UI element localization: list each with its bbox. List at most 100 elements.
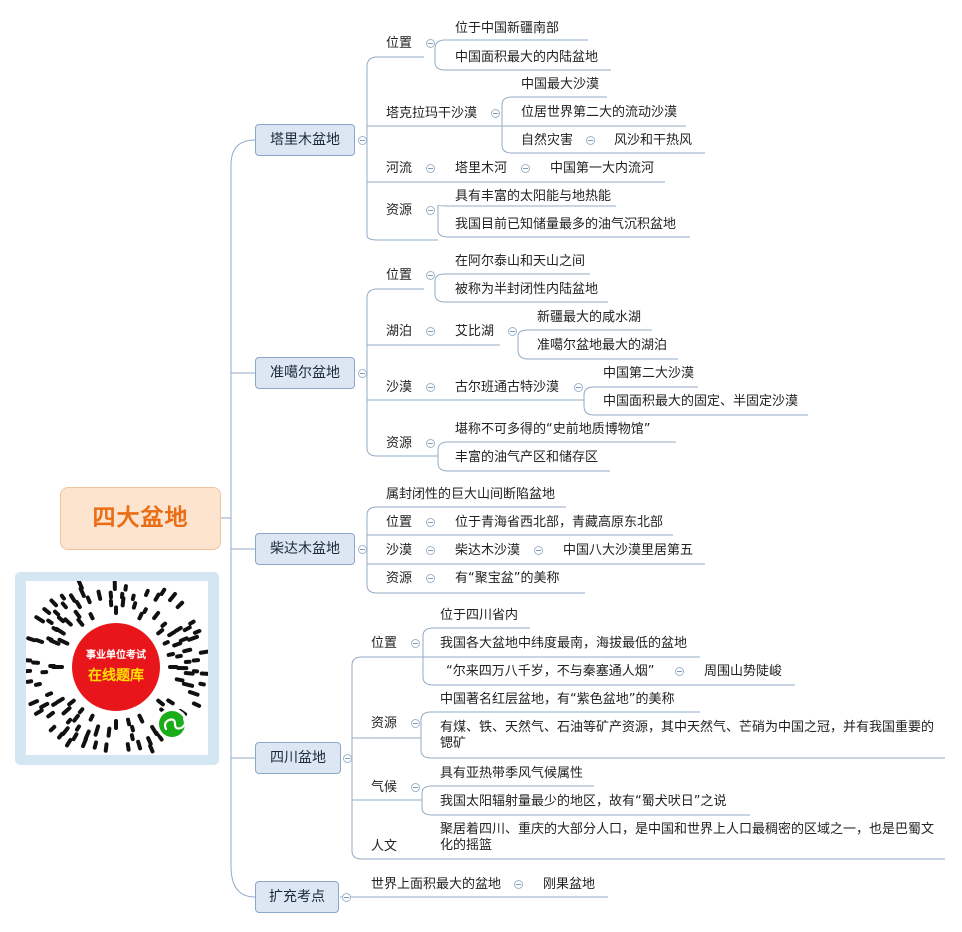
topic-item[interactable]: 自然灾害 xyxy=(521,133,574,148)
collapse-icon[interactable] xyxy=(426,164,435,173)
branch-tarim[interactable]: 塔里木盆地 xyxy=(255,124,355,156)
collapse-icon[interactable] xyxy=(426,383,435,392)
collapse-icon[interactable] xyxy=(343,754,352,763)
collapse-icon[interactable] xyxy=(534,546,543,555)
qr-dot xyxy=(130,593,136,602)
collapse-icon[interactable] xyxy=(426,327,435,336)
branch-sichuan[interactable]: 四川盆地 xyxy=(255,742,341,774)
collapse-icon[interactable] xyxy=(521,164,530,173)
collapse-icon[interactable] xyxy=(426,39,435,48)
collapse-icon[interactable] xyxy=(358,545,367,554)
topic-item[interactable]: 刚果盆地 xyxy=(543,877,596,892)
collapse-icon[interactable] xyxy=(411,783,420,792)
qr-dot xyxy=(148,743,155,754)
topic-item[interactable]: 新疆最大的咸水湖 xyxy=(537,310,642,325)
branch-junggar[interactable]: 准噶尔盆地 xyxy=(255,357,355,389)
collapse-icon[interactable] xyxy=(491,109,500,118)
topic-item[interactable]: 准噶尔盆地最大的湖泊 xyxy=(537,338,668,353)
topic-desert[interactable]: 沙漠 xyxy=(386,543,413,558)
topic-location[interactable]: 位置 xyxy=(386,515,413,530)
topic-item[interactable]: 中国第一大内流河 xyxy=(550,161,655,176)
collapse-icon[interactable] xyxy=(426,518,435,527)
qr-dot xyxy=(59,593,66,601)
topic-item[interactable]: 在阿尔泰山和天山之间 xyxy=(455,254,586,269)
collapse-icon[interactable] xyxy=(586,136,595,145)
topic-item[interactable]: 中国第二大沙漠 xyxy=(603,366,695,381)
topic-item[interactable]: 位于中国新疆南部 xyxy=(455,21,560,36)
topic-item[interactable]: 周围山势陡峻 xyxy=(704,664,783,679)
qr-dot xyxy=(146,736,153,746)
topic-item[interactable]: 有煤、铁、天然气、石油等矿产资源，其中天然气、芒硝为中国之冠，并有我国重要的锶矿 xyxy=(440,720,935,751)
topic-item[interactable]: 位于青海省西北部，青藏高原东北部 xyxy=(455,515,664,530)
root-node[interactable]: 四大盆地 xyxy=(60,487,221,550)
topic-item[interactable]: 中国面积最大的内陆盆地 xyxy=(455,50,599,65)
topic-item[interactable]: 柴达木沙漠 xyxy=(455,543,521,558)
topic-culture[interactable]: 人文 xyxy=(371,839,398,854)
qr-dot xyxy=(68,593,77,603)
collapse-icon[interactable] xyxy=(426,574,435,583)
topic-item[interactable]: 中国最大沙漠 xyxy=(521,77,600,92)
topic-item[interactable]: 艾比湖 xyxy=(455,324,495,339)
collapse-icon[interactable] xyxy=(411,639,420,648)
qr-dot xyxy=(182,647,193,654)
topic-desert[interactable]: 塔克拉玛干沙漠 xyxy=(386,106,478,121)
qr-dot xyxy=(173,625,183,633)
topic-intro[interactable]: 属封闭性的巨大山间断陷盆地 xyxy=(386,487,556,502)
topic-item[interactable]: 位于四川省内 xyxy=(440,608,519,623)
topic-item[interactable]: 古尔班通古特沙漠 xyxy=(455,380,560,395)
qr-dot xyxy=(93,724,101,737)
topic-resource[interactable]: 资源 xyxy=(386,571,413,586)
topic-resource[interactable]: 资源 xyxy=(371,716,398,731)
topic-location[interactable]: 位置 xyxy=(371,636,398,651)
topic-item[interactable]: 位居世界第二大的流动沙漠 xyxy=(521,105,678,120)
topic-resource[interactable]: 资源 xyxy=(386,436,413,451)
qr-dot xyxy=(45,691,54,697)
topic-resource[interactable]: 资源 xyxy=(386,203,413,218)
miniprogram-icon xyxy=(159,711,185,737)
collapse-icon[interactable] xyxy=(574,383,583,392)
topic-item[interactable]: 具有丰富的太阳能与地热能 xyxy=(455,189,612,204)
collapse-icon[interactable] xyxy=(358,369,367,378)
qr-dot xyxy=(42,607,52,615)
topic-item[interactable]: 堪称不可多得的“史前地质博物馆” xyxy=(455,422,651,437)
qr-dot xyxy=(183,671,195,676)
collapse-icon[interactable] xyxy=(411,719,420,728)
topic-item[interactable]: “尔来四万八千岁，不与秦塞通人烟” xyxy=(446,664,655,679)
collapse-icon[interactable] xyxy=(675,667,684,676)
qr-dot xyxy=(88,713,95,722)
topic-item[interactable]: 具有亚热带季风气候属性 xyxy=(440,766,584,781)
topic-desert[interactable]: 沙漠 xyxy=(386,380,413,395)
collapse-icon[interactable] xyxy=(508,327,517,336)
qr-dot xyxy=(152,610,161,621)
topic-item[interactable]: 我国太阳辐射量最少的地区，故有“蜀犬吠日”之说 xyxy=(440,794,727,809)
topic-lake[interactable]: 湖泊 xyxy=(386,324,413,339)
qr-dot xyxy=(49,598,59,608)
collapse-icon[interactable] xyxy=(358,136,367,145)
topic-location[interactable]: 位置 xyxy=(386,268,413,283)
collapse-icon[interactable] xyxy=(514,880,523,889)
qr-dot xyxy=(60,601,68,610)
collapse-icon[interactable] xyxy=(426,546,435,555)
collapse-icon[interactable] xyxy=(342,893,351,902)
topic-item[interactable]: 中国著名红层盆地，有“紫色盆地”的美称 xyxy=(440,692,675,707)
qr-code[interactable]: 事业单位考试 在线题库 xyxy=(19,578,211,755)
branch-qaidam[interactable]: 柴达木盆地 xyxy=(255,533,355,565)
collapse-icon[interactable] xyxy=(426,206,435,215)
collapse-icon[interactable] xyxy=(426,271,435,280)
topic-item[interactable]: 中国八大沙漠里居第五 xyxy=(563,543,694,558)
topic-item[interactable]: 被称为半封闭性内陆盆地 xyxy=(455,282,599,297)
collapse-icon[interactable] xyxy=(426,439,435,448)
topic-item[interactable]: 聚居着四川、重庆的大部分人口，是中国和世界上人口最稠密的区域之一，也是巴蜀文化的… xyxy=(440,822,935,853)
topic-item[interactable]: 中国面积最大的固定、半固定沙漠 xyxy=(603,394,799,409)
branch-extension[interactable]: 扩充考点 xyxy=(255,881,339,913)
topic-item[interactable]: 风沙和干热风 xyxy=(614,133,693,148)
topic-item[interactable]: 我国目前已知储量最多的油气沉积盆地 xyxy=(455,217,677,232)
topic-item[interactable]: 塔里木河 xyxy=(455,161,508,176)
topic-location[interactable]: 位置 xyxy=(386,36,413,51)
topic-item[interactable]: 有“聚宝盆”的美称 xyxy=(455,571,560,586)
topic-river[interactable]: 河流 xyxy=(386,161,413,176)
topic-item[interactable]: 我国各大盆地中纬度最南，海拔最低的盆地 xyxy=(440,636,688,651)
topic-item[interactable]: 丰富的油气产区和储存区 xyxy=(455,450,599,465)
topic-climate[interactable]: 气候 xyxy=(371,780,398,795)
topic-largest-basin[interactable]: 世界上面积最大的盆地 xyxy=(371,877,502,892)
